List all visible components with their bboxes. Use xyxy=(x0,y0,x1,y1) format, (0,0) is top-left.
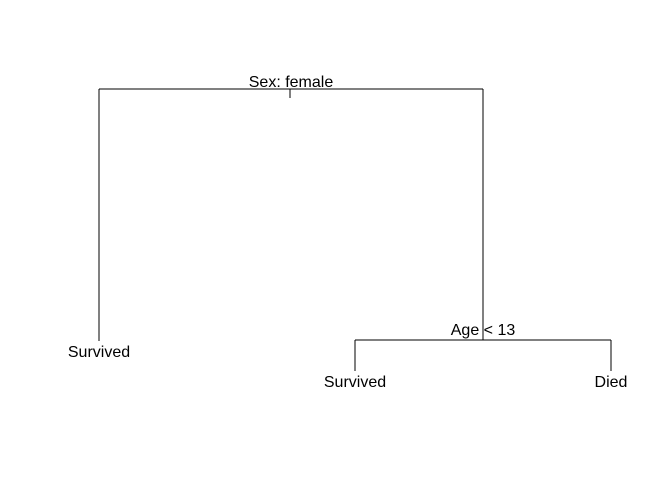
right-left-leaf-label: Survived xyxy=(324,374,386,391)
right-node-split-label: Age < 13 xyxy=(451,322,516,339)
right-right-leaf-label: Died xyxy=(595,374,628,391)
left-leaf-label: Survived xyxy=(68,344,130,361)
root-split-label: Sex: female xyxy=(249,74,334,91)
